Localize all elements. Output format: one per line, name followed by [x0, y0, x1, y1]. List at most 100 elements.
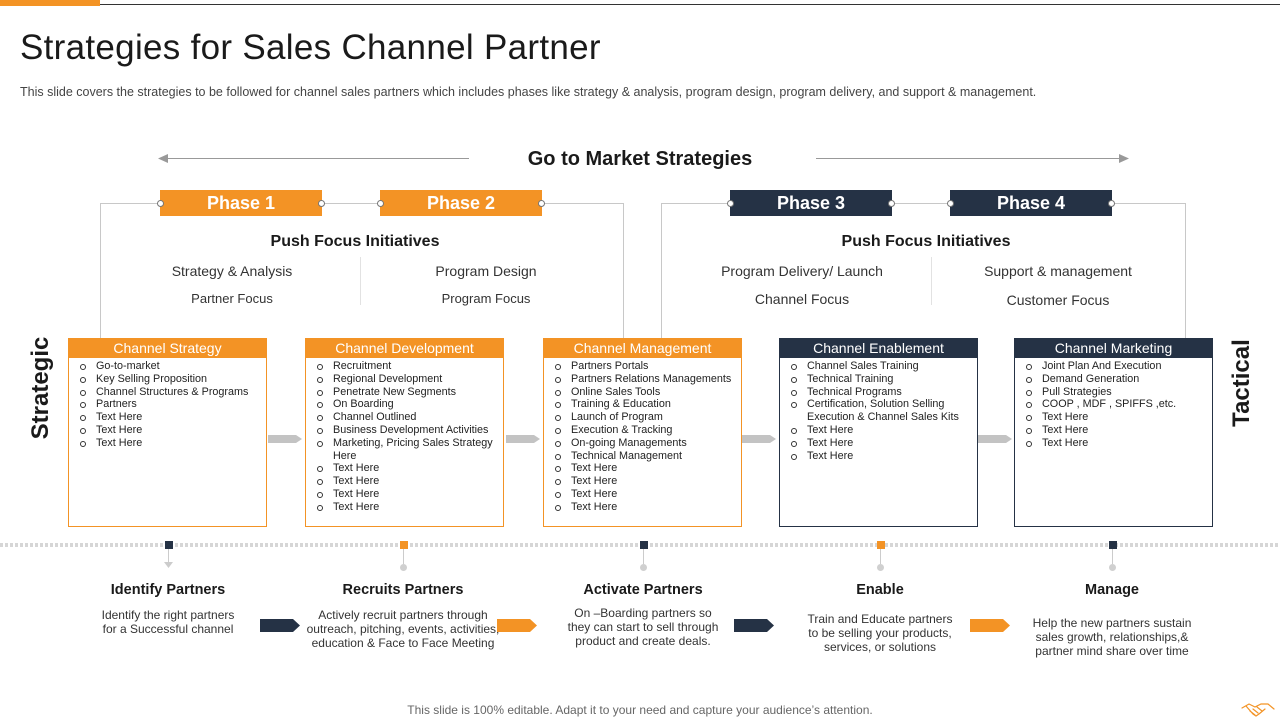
chevron-arrow-icon [970, 619, 1010, 632]
chevron-arrow-icon [260, 619, 300, 632]
bracket-left-side [100, 203, 101, 338]
footer-note: This slide is 100% editable. Adapt it to… [407, 703, 873, 717]
strategic-label: Strategic [27, 336, 54, 440]
timeline-marker [877, 541, 885, 549]
timeline-drop-line [403, 549, 404, 564]
step-identify-desc: Identify the right partners for a Succes… [101, 608, 235, 636]
step-identify-title: Identify Partners [110, 582, 226, 598]
gray-arrow-icon [506, 435, 540, 443]
timeline-marker [165, 541, 173, 549]
list-item: Marketing, Pricing Sales Strategy Here [316, 437, 497, 463]
list-item: Text Here [79, 424, 260, 437]
step-recruit-desc: Actively recruit partners through outrea… [306, 608, 500, 650]
phase-dot [157, 200, 164, 207]
list-item: Channel Structures & Programs [79, 386, 260, 399]
bracket-left-right-side [623, 203, 624, 338]
list-item: Go-to-market [79, 360, 260, 373]
page-subtitle: This slide covers the strategies to be f… [20, 85, 1037, 99]
timeline-drop-arrow-icon [164, 562, 173, 568]
push-left-divider [360, 257, 361, 305]
page-title: Strategies for Sales Channel Partner [20, 28, 601, 67]
list-item: Business Development Activities [316, 424, 497, 437]
timeline-marker [400, 541, 408, 549]
list-item: Technical Programs [790, 386, 971, 399]
push-right-col2-line1: Support & management [984, 263, 1132, 279]
step-recruit-title: Recruits Partners [342, 582, 464, 598]
list-item: Demand Generation [1025, 373, 1206, 386]
list-item: Text Here [790, 437, 971, 450]
channel-enablement-box: Channel Enablement Channel Sales Trainin… [779, 338, 978, 527]
list-item: Channel Sales Training [790, 360, 971, 373]
list-item: Text Here [1025, 437, 1206, 450]
list-item: Training & Education [554, 398, 735, 411]
phase-dot [947, 200, 954, 207]
push-right-divider [931, 257, 932, 305]
list-item: Technical Training [790, 373, 971, 386]
push-left-col2-line1: Program Design [435, 263, 537, 279]
channel-marketing-box: Channel Marketing Joint Plan And Executi… [1014, 338, 1213, 527]
phase-2-label: Phase 2 [380, 190, 542, 216]
timeline-marker [1109, 541, 1117, 549]
list-item: Technical Management [554, 450, 735, 463]
bracket-phase-connector-right [892, 203, 950, 204]
push-left-col1-line2: Partner Focus [191, 291, 273, 306]
gray-arrow-icon [978, 435, 1012, 443]
timeline-drop-line [168, 549, 169, 564]
list-item: Penetrate New Segments [316, 386, 497, 399]
timeline-drop-dot [877, 564, 884, 571]
list-item: On Boarding [316, 398, 497, 411]
push-left-col2-line2: Program Focus [441, 291, 531, 306]
box-title: Channel Marketing [1015, 339, 1212, 358]
step-activate-title: Activate Partners [583, 582, 703, 598]
gtm-right-arrow-line [816, 158, 1120, 159]
timeline-drop-line [643, 549, 644, 564]
phase-1-label: Phase 1 [160, 190, 322, 216]
box-title: Channel Development [306, 339, 503, 358]
phase-dot [1108, 200, 1115, 207]
list-item: Partners Portals [554, 360, 735, 373]
push-left-col1-line1: Strategy & Analysis [171, 263, 293, 279]
list-item: Text Here [79, 411, 260, 424]
bracket-left-top [100, 203, 160, 204]
timeline-drop-dot [640, 564, 647, 571]
push-right-col2-line2: Customer Focus [1006, 292, 1110, 308]
handshake-icon [1241, 703, 1275, 717]
phase-dot [888, 200, 895, 207]
list-item: Execution & Tracking [554, 424, 735, 437]
step-enable-desc: Train and Educate partners to be selling… [807, 612, 953, 654]
list-item: Regional Development [316, 373, 497, 386]
timeline-drop-dot [1109, 564, 1116, 571]
phase-4-label: Phase 4 [950, 190, 1112, 216]
timeline-drop-dot [400, 564, 407, 571]
step-enable-title: Enable [856, 582, 904, 598]
tactical-label: Tactical [1228, 339, 1255, 427]
list-item: Certification, Solution Selling Executio… [790, 398, 971, 424]
top-rule [100, 4, 1280, 5]
bracket-phase-connector [322, 203, 380, 204]
list-item: Online Sales Tools [554, 386, 735, 399]
chevron-arrow-icon [497, 619, 537, 632]
list-item: On-going Managements [554, 437, 735, 450]
list-item: Pull Strategies [1025, 386, 1206, 399]
step-manage-desc: Help the new partners sustain sales grow… [1032, 616, 1192, 658]
bracket-right-left-side [661, 203, 662, 338]
push-left-title: Push Focus Initiatives [270, 233, 440, 250]
phase-dot [538, 200, 545, 207]
list-item: Text Here [316, 475, 497, 488]
box-title: Channel Management [544, 339, 741, 358]
bracket-right-top-left [661, 203, 730, 204]
list-item: Recruitment [316, 360, 497, 373]
box-title: Channel Enablement [780, 339, 977, 358]
push-right-col1-line1: Program Delivery/ Launch [721, 263, 883, 279]
gray-arrow-icon [742, 435, 776, 443]
bracket-right-side [1185, 203, 1186, 338]
list-item: Key Selling Proposition [79, 373, 260, 386]
list-item: Joint Plan And Execution [1025, 360, 1206, 373]
step-activate-desc: On –Boarding partners so they can start … [567, 606, 719, 648]
list-item: Text Here [1025, 411, 1206, 424]
